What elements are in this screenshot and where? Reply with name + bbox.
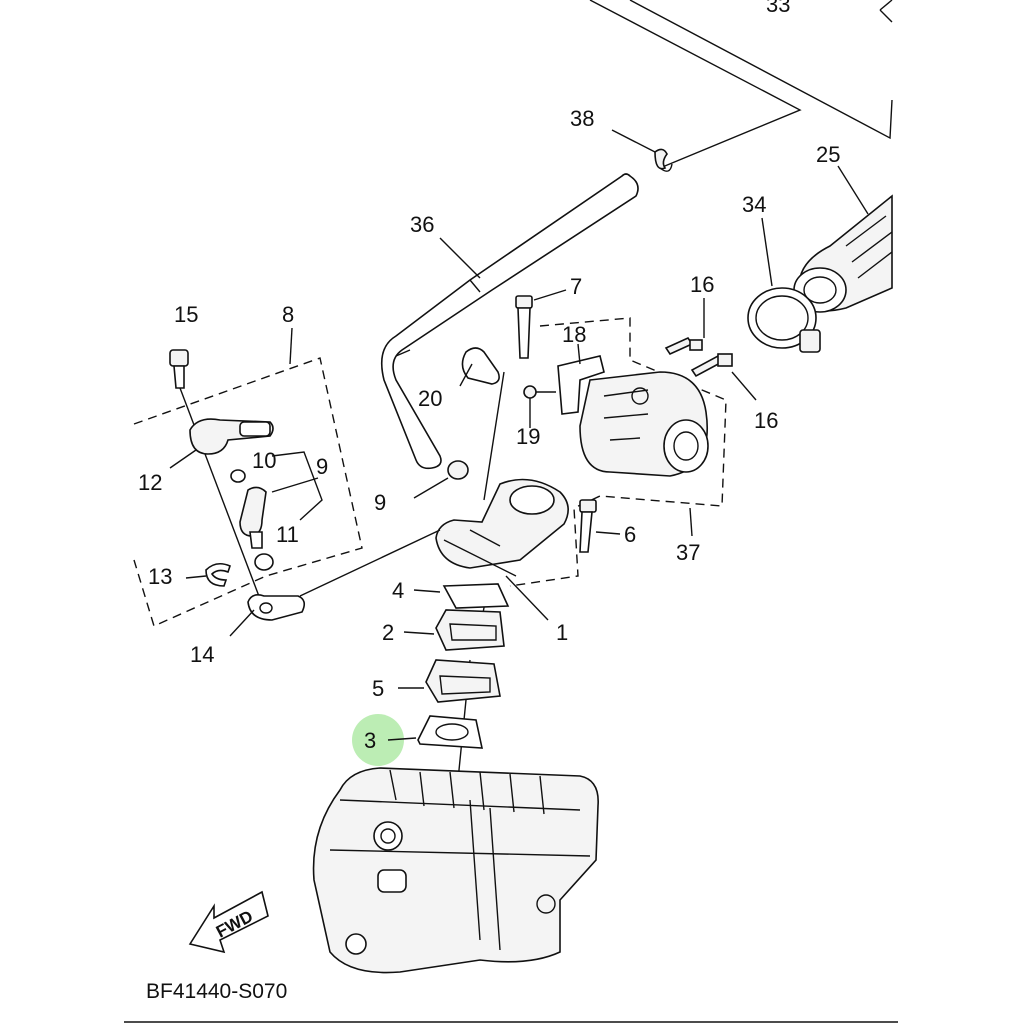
gasket-4 xyxy=(413,583,510,609)
leader-17 xyxy=(689,507,693,537)
bolt-15 xyxy=(169,349,269,621)
hose-clip-38 xyxy=(611,129,673,172)
bracket-9 xyxy=(271,451,323,521)
callout-8: 8 xyxy=(282,302,294,327)
sensor-9 xyxy=(239,486,267,549)
o-ring-10 xyxy=(230,469,246,483)
reed-valve-2 xyxy=(403,609,505,651)
callout-6: 6 xyxy=(624,522,636,547)
callout-38: 38 xyxy=(570,106,594,131)
leader-1 xyxy=(505,575,549,621)
forward-direction-arrow: FWD xyxy=(188,890,269,954)
breather-hose-36 xyxy=(380,173,639,470)
callout-10: 10 xyxy=(252,448,276,473)
leader-36 xyxy=(439,237,481,279)
leader-8-to-1 xyxy=(299,529,441,597)
screw-19 xyxy=(523,385,556,428)
intake-manifold-1 xyxy=(435,478,569,577)
callout-2: 2 xyxy=(382,620,394,645)
leader-12 xyxy=(169,449,197,469)
callout-7: 7 xyxy=(570,274,582,299)
gasket-3 xyxy=(417,715,484,749)
callout-17: 37 xyxy=(676,540,700,565)
callout-33: 33 xyxy=(766,0,790,17)
diagram-code: BF41440-S070 xyxy=(146,980,287,1003)
callout-18: 18 xyxy=(562,322,586,347)
frame-outline xyxy=(589,0,893,169)
callout-19: 19 xyxy=(516,424,540,449)
callout-14: 14 xyxy=(190,642,214,667)
clip-37 xyxy=(447,460,469,480)
callout-34: 34 xyxy=(742,192,766,217)
bolt-6 xyxy=(579,499,621,553)
callout-36: 36 xyxy=(410,212,434,237)
callout-16a: 16 xyxy=(690,272,714,297)
highlight-marker-3 xyxy=(352,714,404,766)
intake-boot-25 xyxy=(793,194,893,313)
callout-3: 3 xyxy=(364,728,376,753)
o-ring-11 xyxy=(254,553,274,571)
gasket-14 xyxy=(229,594,306,637)
leader-18 xyxy=(577,343,581,365)
clip-13 xyxy=(185,562,231,587)
callout-20: 20 xyxy=(418,386,442,411)
callout-16b: 16 xyxy=(754,408,778,433)
bolt-7 xyxy=(515,289,567,359)
leader-20 xyxy=(459,363,473,387)
callout-25: 25 xyxy=(816,142,840,167)
hose-clamp-20 xyxy=(461,347,500,385)
group-outline-8 xyxy=(133,357,363,627)
leader-3 xyxy=(387,737,417,741)
bracket-18 xyxy=(557,355,605,415)
callout-1: 1 xyxy=(556,620,568,645)
callout-13: 13 xyxy=(148,564,172,589)
callout-4: 4 xyxy=(392,578,404,603)
callout-37: 9 xyxy=(374,490,386,515)
callout-15: 15 xyxy=(174,302,198,327)
callout-12: 12 xyxy=(138,470,162,495)
callout-5: 5 xyxy=(372,676,384,701)
spacer-5 xyxy=(398,659,501,703)
leader-25 xyxy=(837,165,869,215)
hose-clamp-34 xyxy=(747,287,821,353)
bolt-16-upper xyxy=(664,298,705,356)
callout-11: 11 xyxy=(276,522,299,547)
engine-cylinder-head xyxy=(312,767,599,974)
throttle-body-17 xyxy=(579,371,709,477)
leader-34 xyxy=(761,217,773,287)
bolt-16-lower xyxy=(690,353,757,401)
leader-8 xyxy=(289,327,293,365)
sensor-housing-12 xyxy=(189,418,274,455)
leader-37 xyxy=(413,477,449,499)
callout-9: 9 xyxy=(316,454,328,479)
